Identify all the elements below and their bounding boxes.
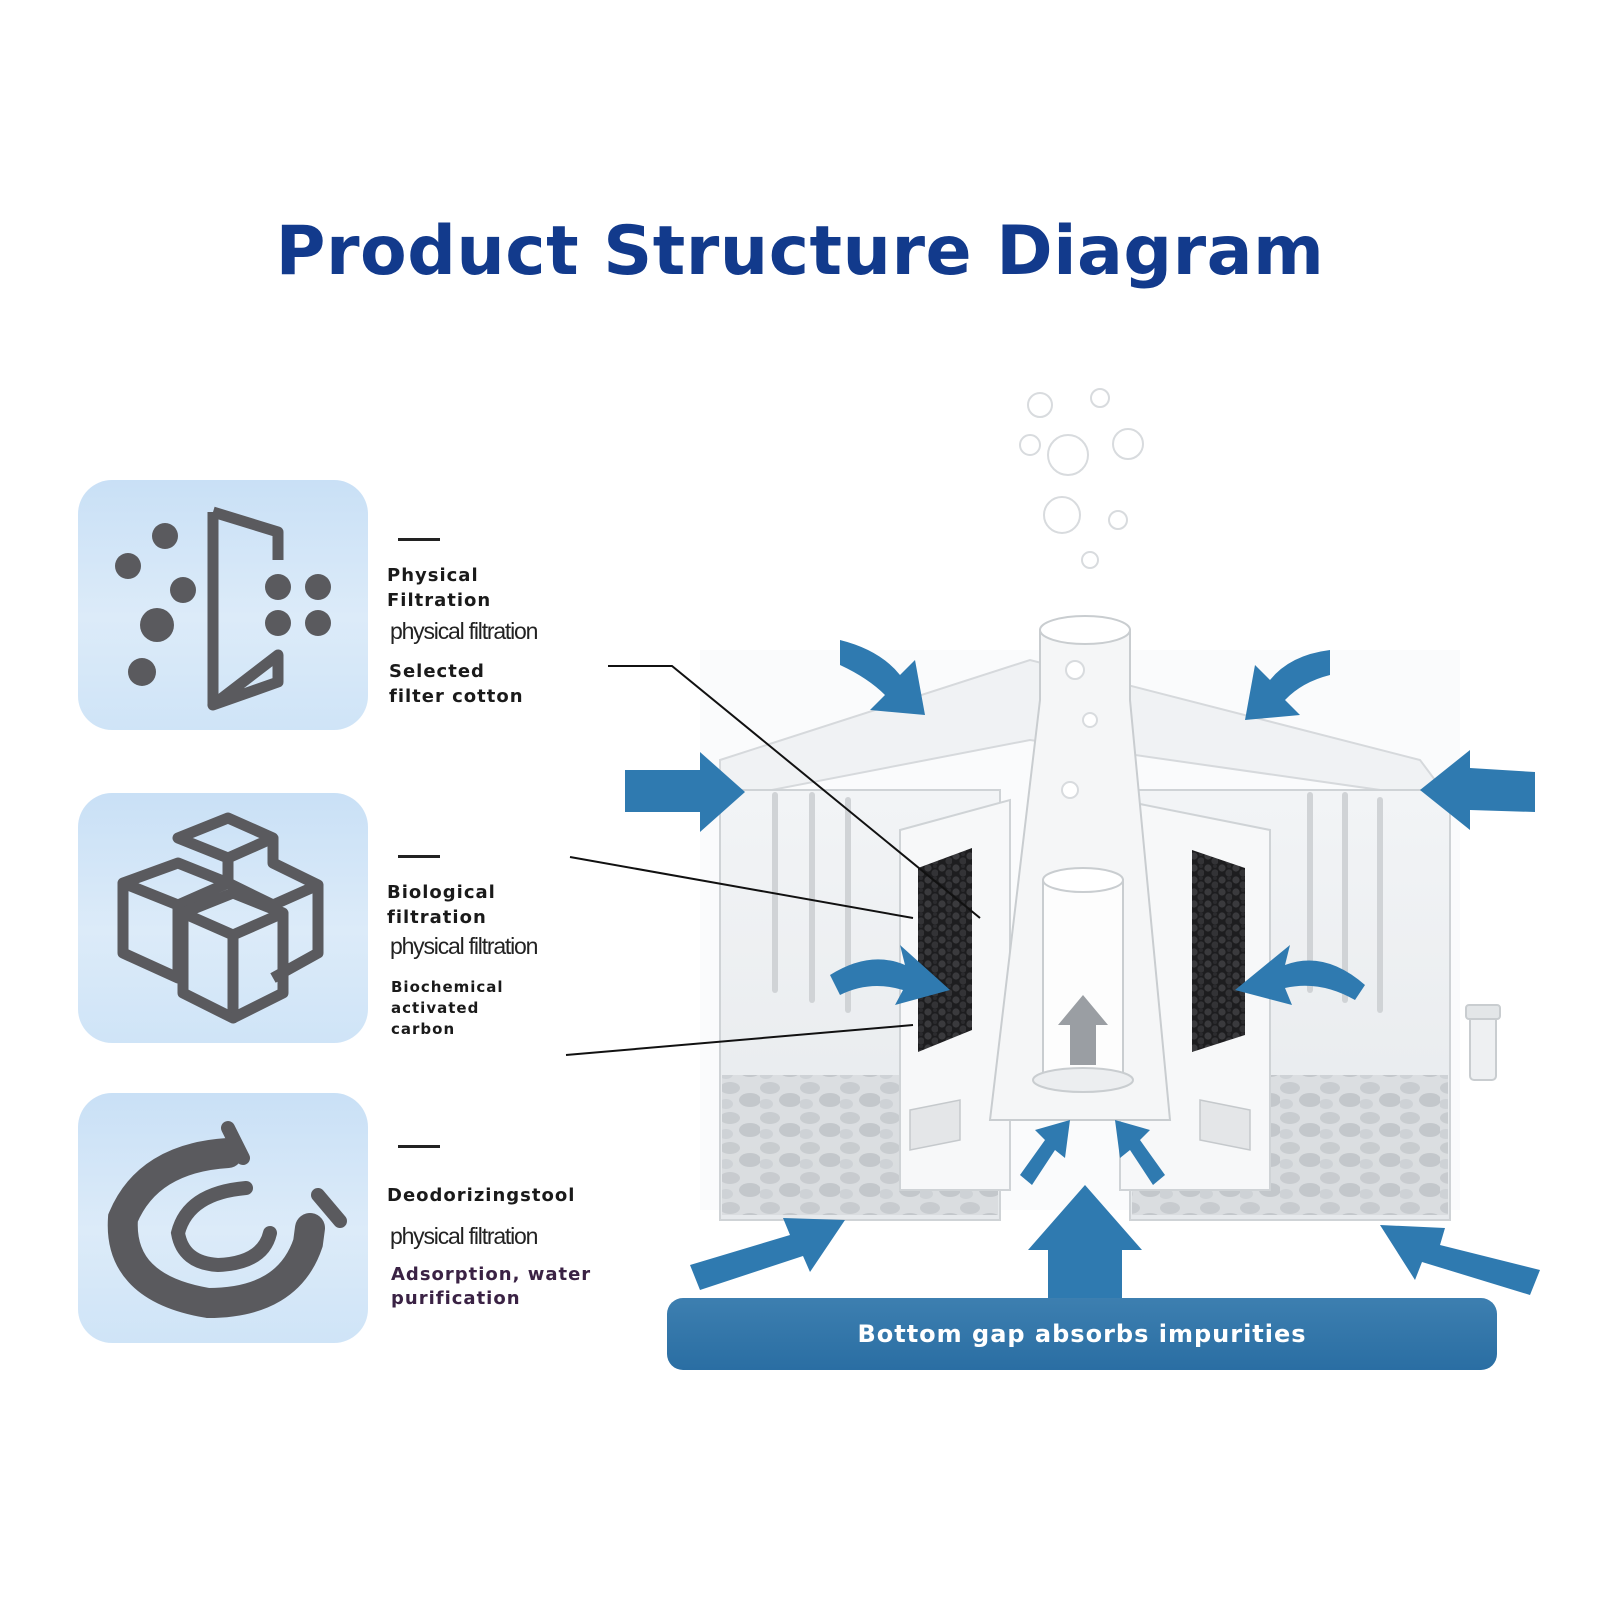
feature-detail: Adsorption, water purification [391,1264,592,1309]
bottom-gap-banner: Bottom gap absorbs impurities [667,1298,1497,1370]
magnet-icon [107,1121,347,1319]
label-dash [398,538,440,541]
feature-detail: Biochemical activated carbon [391,978,504,1038]
label-dash [398,1145,440,1148]
feature-heading: Deodorizingstool [387,1185,576,1206]
cubes-icon [117,812,324,1024]
biological-filtration-card [78,793,368,1043]
feature-subheading: physical filtration [390,618,538,644]
leader-lines [565,665,981,1056]
filtration-dots-icon [115,506,331,711]
feature-subheading: physical filtration [390,1223,538,1249]
feature-heading: Biological filtration [387,882,496,928]
deodorizing-card [78,1093,368,1343]
feature-heading: Physical Filtration [387,565,492,611]
feature-detail: Selected filter cotton [389,661,524,707]
feature-subheading: physical filtration [390,933,538,959]
label-dash [398,855,440,858]
physical-filtration-card [78,480,368,730]
page-title: Product Structure Diagram [275,212,1325,291]
water-flow-arrows [625,640,1540,1300]
